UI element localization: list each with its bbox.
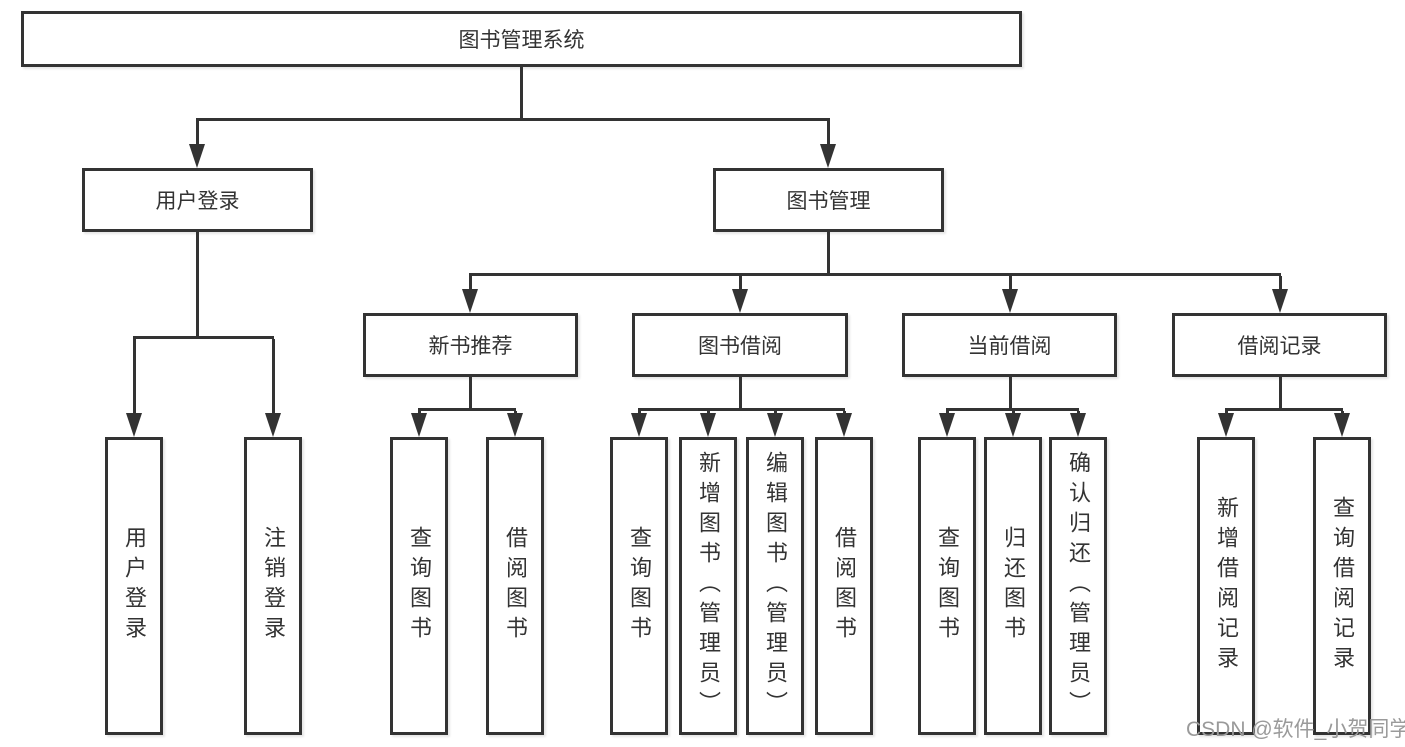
arrow-down-icon	[767, 413, 783, 437]
node-borrowing-records: 借阅记录	[1172, 313, 1387, 377]
leaf-borrow-books-recommend: 借阅图书	[486, 437, 544, 735]
connector-stem	[272, 339, 275, 415]
connector-stem-user-login	[196, 121, 199, 147]
arrow-down-icon	[631, 413, 647, 437]
arrow-down-icon	[1272, 289, 1288, 313]
connector-recommend-split	[418, 408, 516, 411]
connector-root-split	[196, 118, 830, 121]
watermark: CSDN @软件_小贺同学	[1186, 718, 1405, 741]
connector-current-vertical	[1009, 377, 1012, 408]
arrow-down-icon	[126, 413, 142, 437]
leaf-query-books-current: 查询图书	[918, 437, 976, 735]
arrow-down-icon	[1005, 413, 1021, 437]
arrow-down-icon	[265, 413, 281, 437]
arrow-down-icon	[1070, 413, 1086, 437]
node-current-borrowing: 当前借阅	[902, 313, 1117, 377]
arrow-down-icon	[189, 144, 205, 168]
arrow-down-icon	[700, 413, 716, 437]
connector-stem	[1279, 276, 1282, 291]
connector-stem	[739, 276, 742, 291]
leaf-query-books-recommend: 查询图书	[390, 437, 448, 735]
connector-current-split	[946, 408, 1079, 411]
node-new-book-recommendation: 新书推荐	[363, 313, 578, 377]
arrow-down-icon	[1334, 413, 1350, 437]
connector-stem	[469, 276, 472, 291]
node-library-management-system: 图书管理系统	[21, 11, 1022, 67]
leaf-add-books-admin: 新增图书（管理员）	[679, 437, 737, 735]
arrow-down-icon	[732, 289, 748, 313]
node-book-management: 图书管理	[713, 168, 944, 232]
leaf-logout: 注销登录	[244, 437, 302, 735]
leaf-borrow-books: 借阅图书	[815, 437, 873, 735]
node-user-login: 用户登录	[82, 168, 313, 232]
node-book-borrowing: 图书借阅	[632, 313, 848, 377]
connector-stem-book-management	[827, 121, 830, 147]
connector-login-vertical	[196, 232, 199, 336]
connector-stem	[1009, 276, 1012, 291]
connector-borrowing-vertical	[739, 377, 742, 408]
arrow-down-icon	[411, 413, 427, 437]
arrow-down-icon	[462, 289, 478, 313]
leaf-edit-books-admin: 编辑图书（管理员）	[746, 437, 804, 735]
arrow-down-icon	[1002, 289, 1018, 313]
arrow-down-icon	[820, 144, 836, 168]
leaf-user-login: 用户登录	[105, 437, 163, 735]
leaf-return-books: 归还图书	[984, 437, 1042, 735]
connector-records-vertical	[1279, 377, 1282, 408]
connector-mgmt-split	[469, 273, 1281, 276]
leaf-confirm-return-admin: 确认归还（管理员）	[1049, 437, 1107, 735]
connector-borrowing-split	[638, 408, 845, 411]
leaf-add-borrow-record: 新增借阅记录	[1197, 437, 1255, 735]
leaf-query-borrow-record: 查询借阅记录	[1313, 437, 1371, 735]
arrow-down-icon	[507, 413, 523, 437]
arrow-down-icon	[939, 413, 955, 437]
connector-records-split	[1225, 408, 1343, 411]
connector-mgmt-vertical	[827, 232, 830, 273]
leaf-query-books-borrowing: 查询图书	[610, 437, 668, 735]
arrow-down-icon	[836, 413, 852, 437]
connector-login-split	[133, 336, 274, 339]
arrow-down-icon	[1218, 413, 1234, 437]
connector-stem	[133, 339, 136, 415]
connector-root-vertical	[520, 67, 523, 118]
connector-recommend-vertical	[469, 377, 472, 408]
